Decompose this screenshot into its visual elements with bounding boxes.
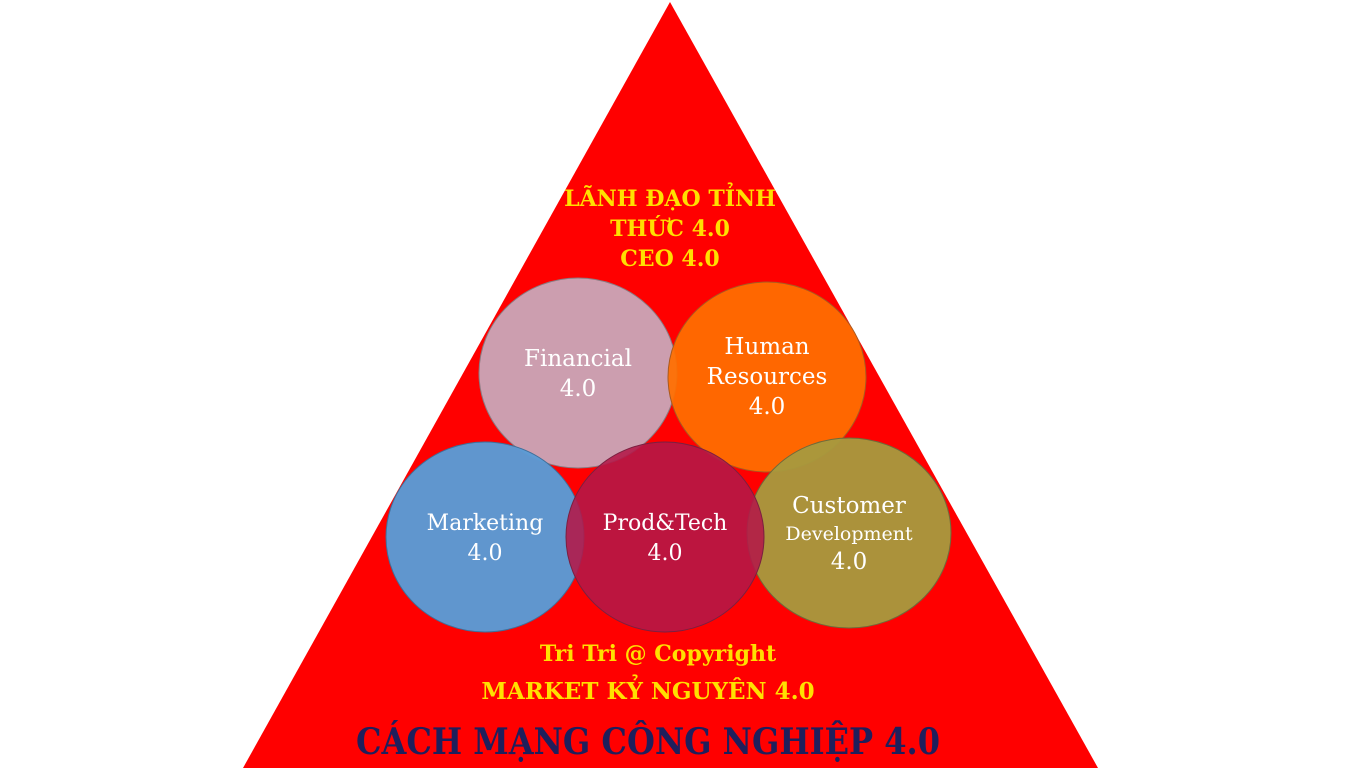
leadership-label: LÃNH ĐẠO TỈNH THỨC 4.0 CEO 4.0 [564,182,776,272]
financial-label: Financial 4.0 [524,346,632,402]
market-era-label: MARKET KỶ NGUYÊN 4.0 [481,675,814,705]
prod-tech-label-line-1: Prod&Tech [603,511,728,536]
customer-label-line-2: Development [785,523,913,545]
circle-group [385,277,952,633]
customer-label-line-3: 4.0 [831,549,868,575]
human-resources-label-line-2: Resources [707,364,828,390]
customer-development-label: Customer Development 4.0 [785,493,913,575]
human-resources-label-line-1: Human [724,334,809,360]
leadership-line-1: LÃNH ĐẠO TỈNH [564,182,776,212]
leadership-line-2: THỨC 4.0 [610,215,730,242]
industrial-revolution-label: CÁCH MẠNG CÔNG NGHIỆP 4.0 [356,720,940,763]
human-resources-label: Human Resources 4.0 [707,334,828,420]
prod-tech-label: Prod&Tech 4.0 [603,511,728,566]
marketing-label-line-1: Marketing [427,511,544,536]
copyright-label: Tri Tri @ Copyright [540,641,777,667]
leadership-line-3: CEO 4.0 [620,246,719,272]
human-resources-label-line-3: 4.0 [749,394,786,420]
customer-label-line-1: Customer [792,493,906,519]
prod-tech-circle [565,441,765,633]
financial-label-line-2: 4.0 [560,376,597,402]
financial-label-line-1: Financial [524,346,632,372]
marketing-label-line-2: 4.0 [468,541,503,566]
prod-tech-label-line-2: 4.0 [648,541,683,566]
financial-circle [478,277,678,469]
marketing-circle [385,441,585,633]
human-resources-circle [667,281,867,473]
marketing-label: Marketing 4.0 [427,511,544,566]
